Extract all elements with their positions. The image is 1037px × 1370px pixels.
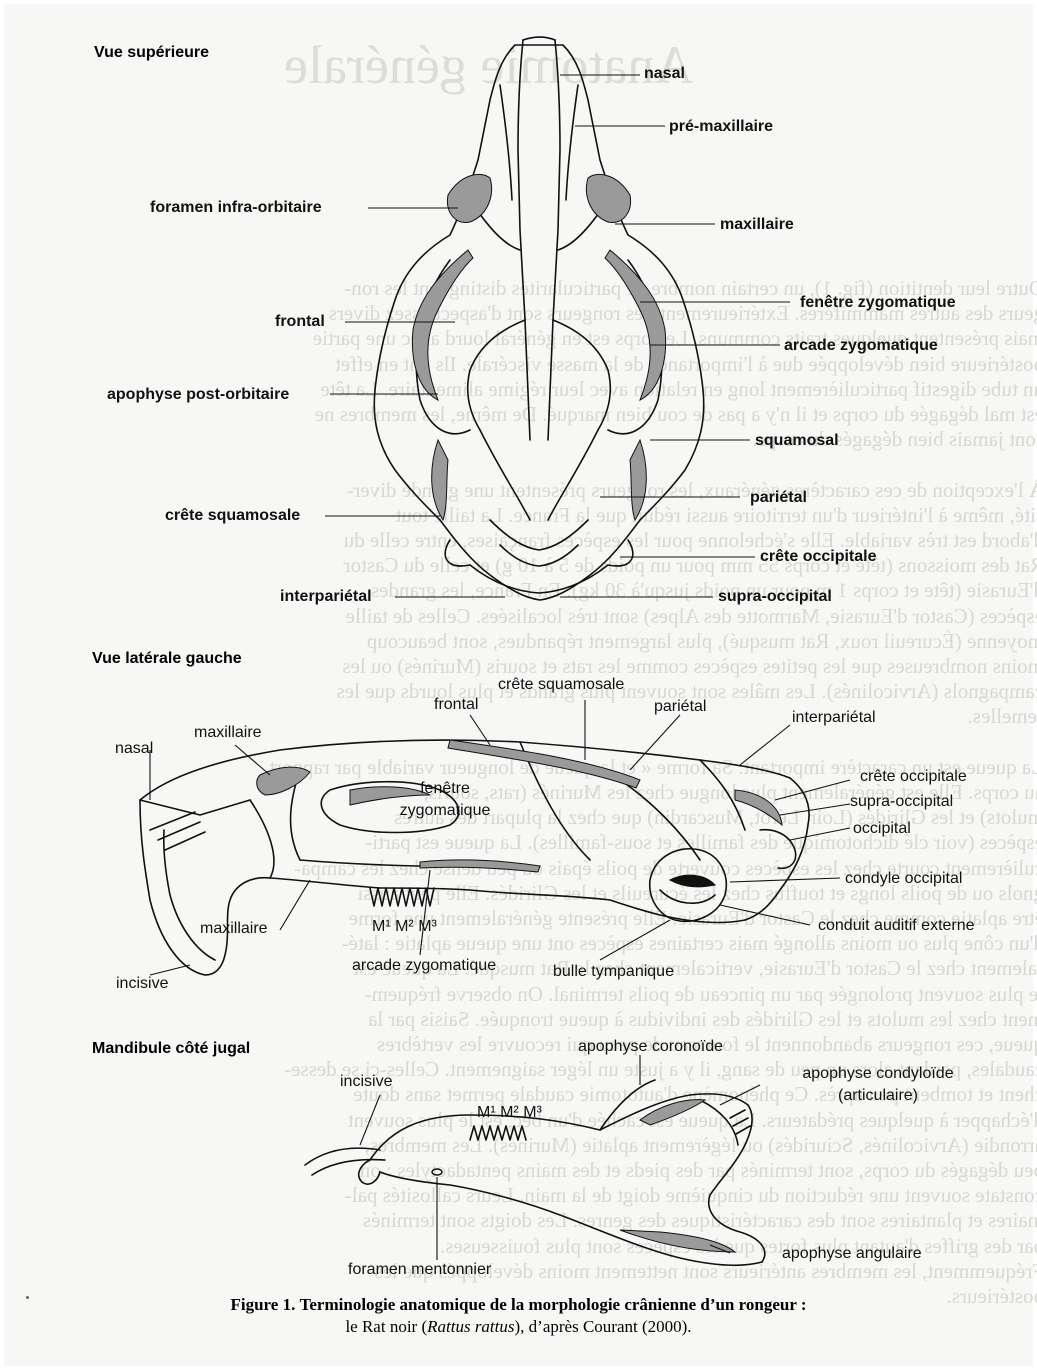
label-side-bulle-tympanique: bulle tympanique	[553, 963, 674, 981]
label-side-conduit-auditif: conduit auditif externe	[818, 917, 975, 935]
label-apophyse-angulaire: apophyse angulaire	[782, 1245, 922, 1263]
skull-side-view	[140, 740, 809, 975]
figure-caption: Figure 1. Terminologie anatomique de la …	[0, 1294, 1037, 1338]
label-side-zygomatique: zygomatique	[382, 802, 508, 820]
label-supra-occipital: supra-occipital	[718, 588, 832, 606]
label-side-maxillaire-top: maxillaire	[194, 724, 262, 742]
label-mandible-molars: M¹ M² M³	[477, 1104, 542, 1122]
label-crete-occipitale: crête occipitale	[760, 548, 877, 566]
label-side-maxillaire-bottom: maxillaire	[200, 920, 268, 938]
label-parietal: pariétal	[750, 489, 807, 507]
label-side-incisive: incisive	[116, 975, 168, 993]
label-apophyse-coronoide: apophyse coronoïde	[578, 1038, 723, 1056]
label-side-frontal: frontal	[434, 696, 478, 714]
label-crete-squamosale: crête squamosale	[165, 507, 300, 525]
caption-label: Figure 1.	[231, 1295, 296, 1314]
label-premaxillaire: pré-maxillaire	[669, 118, 773, 136]
label-foramen-infra-orbitaire: foramen infra-orbitaire	[150, 199, 322, 217]
label-side-interparietal: interpariétal	[792, 709, 876, 727]
label-apophyse-condyloide: apophyse condyloïde	[778, 1065, 978, 1083]
speck	[26, 1296, 29, 1299]
caption-line-2: le Rat noir (Rattus rattus), d’après Cou…	[0, 1316, 1037, 1338]
caption-text-1: Terminologie anatomique de la morphologi…	[300, 1295, 807, 1314]
label-side-condyle-occipital: condyle occipital	[845, 870, 962, 888]
label-side-crete-occipitale: crête occipitale	[860, 768, 967, 786]
label-side-nasal: nasal	[115, 740, 153, 758]
label-side-fenetre: fenêtre	[400, 780, 490, 798]
label-articulaire: (articulaire)	[778, 1087, 978, 1105]
label-fenetre-zygomatique: fenêtre zygomatique	[800, 294, 956, 312]
label-side-occipital: occipital	[853, 820, 911, 838]
caption-species: Rattus rattus	[427, 1317, 514, 1336]
label-side-parietal: pariétal	[654, 698, 706, 716]
label-side-supra-occipital: supra-occipital	[850, 793, 953, 811]
caption-text-2b: ), d’après Courant (2000).	[515, 1317, 692, 1336]
label-side-crete-squamosale: crête squamosale	[498, 676, 624, 694]
caption-text-2a: le Rat noir (	[345, 1317, 427, 1336]
label-squamosal: squamosal	[755, 432, 839, 450]
label-maxillaire: maxillaire	[720, 216, 794, 234]
caption-line-1: Figure 1. Terminologie anatomique de la …	[0, 1294, 1037, 1316]
heading-top-view: Vue supérieure	[94, 44, 209, 62]
label-nasal: nasal	[644, 65, 685, 83]
label-mandible-incisive: incisive	[340, 1073, 392, 1091]
label-side-arcade-zygomatique: arcade zygomatique	[352, 957, 496, 975]
label-foramen-mentonnier: foramen mentonnier	[348, 1261, 491, 1279]
label-arcade-zygomatique: arcade zygomatique	[784, 337, 938, 355]
label-apophyse-post-orbitaire: apophyse post-orbitaire	[107, 386, 289, 404]
label-interparietal: interpariétal	[280, 588, 372, 606]
label-side-molars: M¹ M² M³	[372, 918, 437, 936]
label-frontal: frontal	[275, 313, 325, 331]
heading-left-view: Vue latérale gauche	[92, 650, 242, 668]
heading-mandible: Mandibule côté jugal	[92, 1040, 250, 1058]
